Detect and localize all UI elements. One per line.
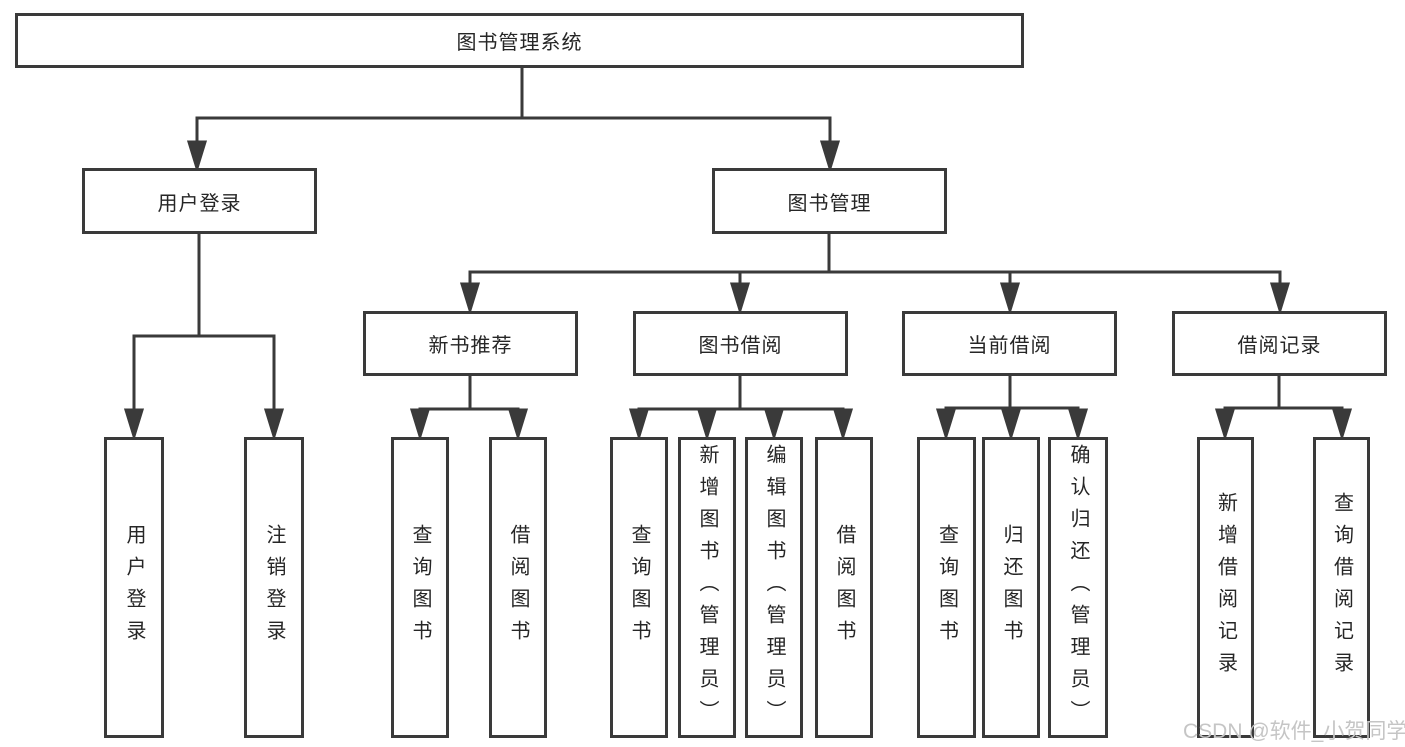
node-library-system: 图书管理系统: [15, 13, 1024, 68]
leaf-records-query-record-label: 查询借阅记录: [1330, 491, 1353, 684]
leaf-borrow-borrow-books: 借阅图书: [815, 437, 873, 738]
leaf-current-confirm-return-admin: 确认归还（管理员）: [1048, 437, 1108, 738]
leaf-records-add-record-label: 新增借阅记录: [1214, 491, 1237, 684]
leaf-borrow-add-books-admin: 新增图书（管理员）: [678, 437, 736, 738]
leaf-records-add-record: 新增借阅记录: [1197, 437, 1254, 738]
leaf-borrow-edit-books-admin: 编辑图书（管理员）: [745, 437, 803, 738]
leaf-records-query-record: 查询借阅记录: [1313, 437, 1370, 738]
leaf-borrow-borrow-books-label: 借阅图书: [833, 523, 855, 652]
leaf-current-confirm-return-admin-label: 确认归还（管理员）: [1067, 443, 1089, 732]
node-book-borrowing-label: 图书借阅: [698, 335, 783, 357]
leaf-newbook-borrow-books-label: 借阅图书: [507, 523, 529, 652]
watermark-text: CSDN @软件_小贺同学: [1183, 720, 1405, 743]
node-library-system-label: 图书管理系统: [456, 32, 583, 54]
leaf-current-query-books-label: 查询图书: [935, 523, 958, 652]
leaf-borrow-edit-books-admin-label: 编辑图书（管理员）: [763, 443, 785, 732]
leaf-user-login: 用户登录: [104, 437, 164, 738]
node-book-management: 图书管理: [712, 168, 947, 234]
node-book-management-label: 图书管理: [787, 192, 872, 215]
node-user-login: 用户登录: [82, 168, 317, 234]
leaf-borrow-query-books: 查询图书: [610, 437, 668, 738]
node-user-login-label: 用户登录: [157, 192, 242, 215]
node-borrow-records-label: 借阅记录: [1237, 335, 1322, 357]
leaf-newbook-query-books-label: 查询图书: [409, 523, 431, 652]
leaf-current-return-books-label: 归还图书: [1000, 523, 1022, 652]
leaf-user-login-label: 用户登录: [123, 523, 145, 652]
leaf-newbook-borrow-books: 借阅图书: [489, 437, 547, 738]
leaf-newbook-query-books: 查询图书: [391, 437, 449, 738]
leaf-current-return-books: 归还图书: [982, 437, 1040, 738]
node-current-borrowing: 当前借阅: [902, 311, 1117, 376]
node-borrow-records: 借阅记录: [1172, 311, 1387, 376]
leaf-logout-label: 注销登录: [263, 523, 285, 652]
leaf-logout: 注销登录: [244, 437, 304, 738]
leaf-borrow-query-books-label: 查询图书: [628, 523, 650, 652]
leaf-borrow-add-books-admin-label: 新增图书（管理员）: [696, 443, 718, 732]
node-current-borrowing-label: 当前借阅: [967, 335, 1052, 357]
leaf-current-query-books: 查询图书: [917, 437, 976, 738]
node-new-book-recommend-label: 新书推荐: [428, 335, 513, 357]
node-new-book-recommend: 新书推荐: [363, 311, 578, 376]
node-book-borrowing: 图书借阅: [633, 311, 848, 376]
